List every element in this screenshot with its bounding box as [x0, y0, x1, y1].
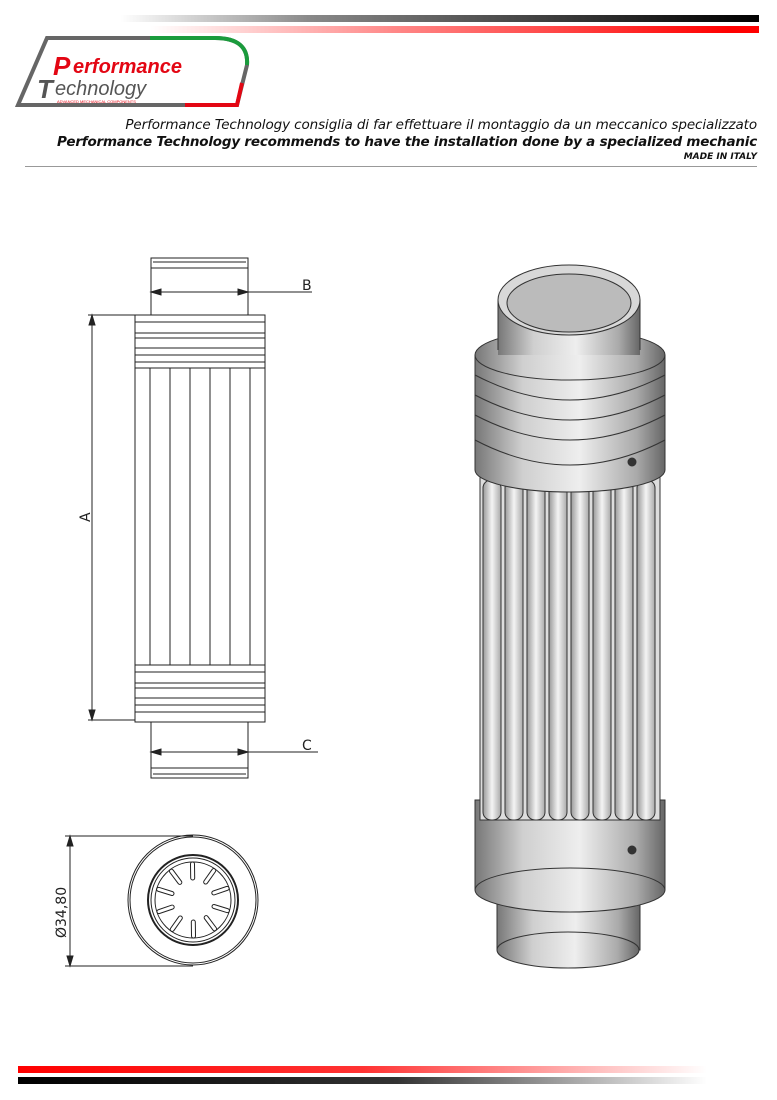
footer-bar-black [18, 1077, 707, 1084]
end-view [65, 834, 259, 968]
svg-text:T: T [37, 74, 55, 104]
brand-logo: P erformance T echnology ADVANCED MECHAN… [15, 36, 250, 107]
dim-c-label: C [302, 738, 312, 754]
header-divider [25, 166, 757, 167]
svg-text:ADVANCED MECHANICAL COMPONENTS: ADVANCED MECHANICAL COMPONENTS [57, 99, 136, 104]
dim-b-label: B [302, 278, 312, 294]
diameter-label: Ø34,80 [54, 887, 70, 938]
svg-text:P: P [53, 51, 71, 81]
header-bar-red [150, 26, 759, 33]
notice-english: Performance Technology recommends to hav… [57, 134, 757, 150]
dim-a-label: A [78, 512, 94, 522]
header-bar-black [120, 15, 759, 22]
notice-italian: Performance Technology consiglia di far … [125, 117, 757, 133]
made-in-italy: MADE IN ITALY [683, 152, 757, 162]
footer-bar-red [18, 1066, 707, 1073]
side-view [88, 257, 318, 779]
svg-text:erformance: erformance [73, 56, 182, 78]
svg-text:echnology: echnology [55, 78, 147, 100]
product-render [474, 264, 666, 969]
